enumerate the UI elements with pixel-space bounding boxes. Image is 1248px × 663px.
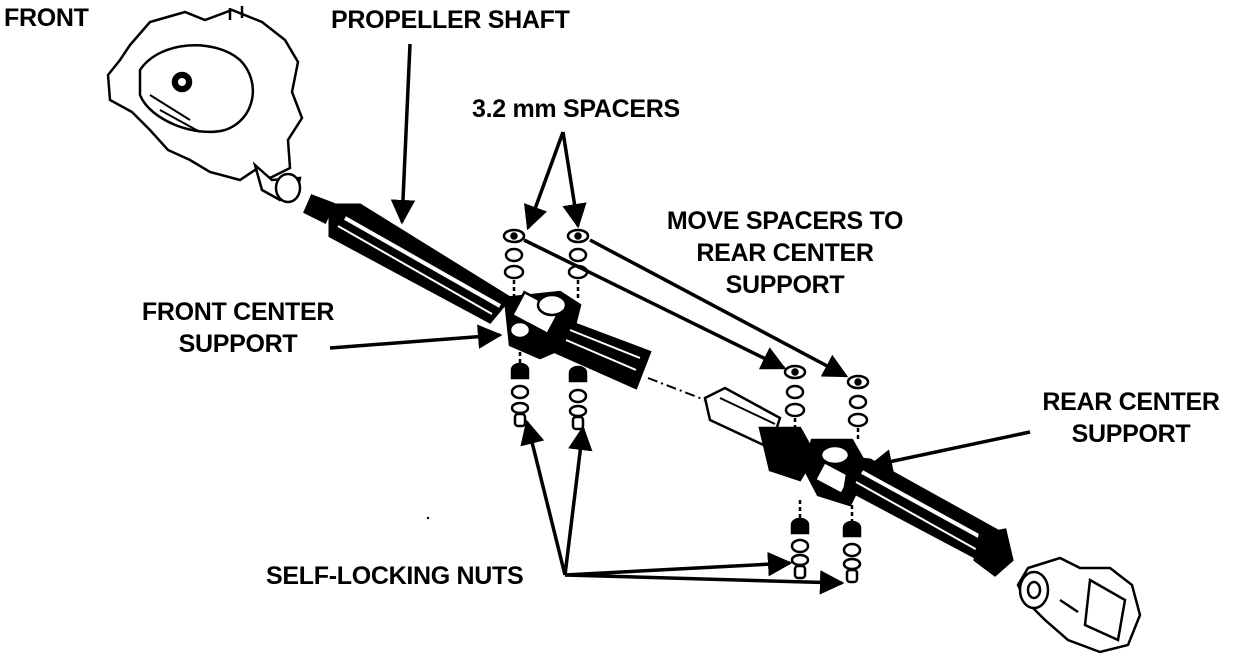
arrow-nut-rear-left [564, 551, 793, 577]
arrow-spacer-right [561, 131, 587, 229]
arrow-nut-front-right [563, 425, 593, 576]
arrow-spacer-left [524, 131, 565, 231]
label-move-spacers-line3: SUPPORT [725, 271, 845, 299]
label-self-locking-nuts: SELF-LOCKING NUTS [266, 562, 524, 590]
label-front-center-line1: FRONT CENTER [141, 298, 335, 326]
rear-shaft-tube [843, 456, 1014, 577]
arrow-front-center-support [329, 324, 503, 350]
label-rear-center-line1: REAR CENTER [1042, 388, 1220, 416]
rear-support-fasteners [783, 364, 870, 584]
leader-arrows [329, 43, 1031, 595]
front-center-support-assembly [503, 290, 652, 390]
label-spacers: 3.2 mm SPACERS [472, 95, 680, 123]
arrow-nut-front-left [520, 419, 567, 576]
label-rear-center-line2: SUPPORT [1071, 420, 1191, 448]
label-front-center-line2: SUPPORT [178, 330, 298, 358]
label-rear-center-support: REAR CENTER SUPPORT [1022, 386, 1240, 450]
arrow-move-spacer-left [523, 238, 787, 370]
arrow-rear-center-support [867, 430, 1031, 474]
axis-centerline [647, 377, 706, 401]
label-move-spacers-line1: MOVE SPACERS TO [666, 207, 904, 235]
arrow-propeller-shaft [390, 43, 416, 225]
label-propeller-shaft: PROPELLER SHAFT [331, 6, 570, 34]
arrow-move-spacer-right [589, 238, 849, 378]
arrow-nut-rear-right [564, 570, 845, 595]
label-front-center-support: FRONT CENTER SUPPORT [122, 296, 354, 360]
transmission-housing [106, 6, 304, 204]
front-shaft-tube [303, 194, 513, 324]
differential-housing [1016, 556, 1142, 654]
rear-center-support-assembly [703, 386, 870, 507]
label-move-spacers: MOVE SPACERS TO REAR CENTER SUPPORT [640, 205, 930, 301]
label-front: FRONT [4, 4, 89, 32]
speck [426, 516, 430, 520]
label-move-spacers-line2: REAR CENTER [696, 239, 874, 267]
